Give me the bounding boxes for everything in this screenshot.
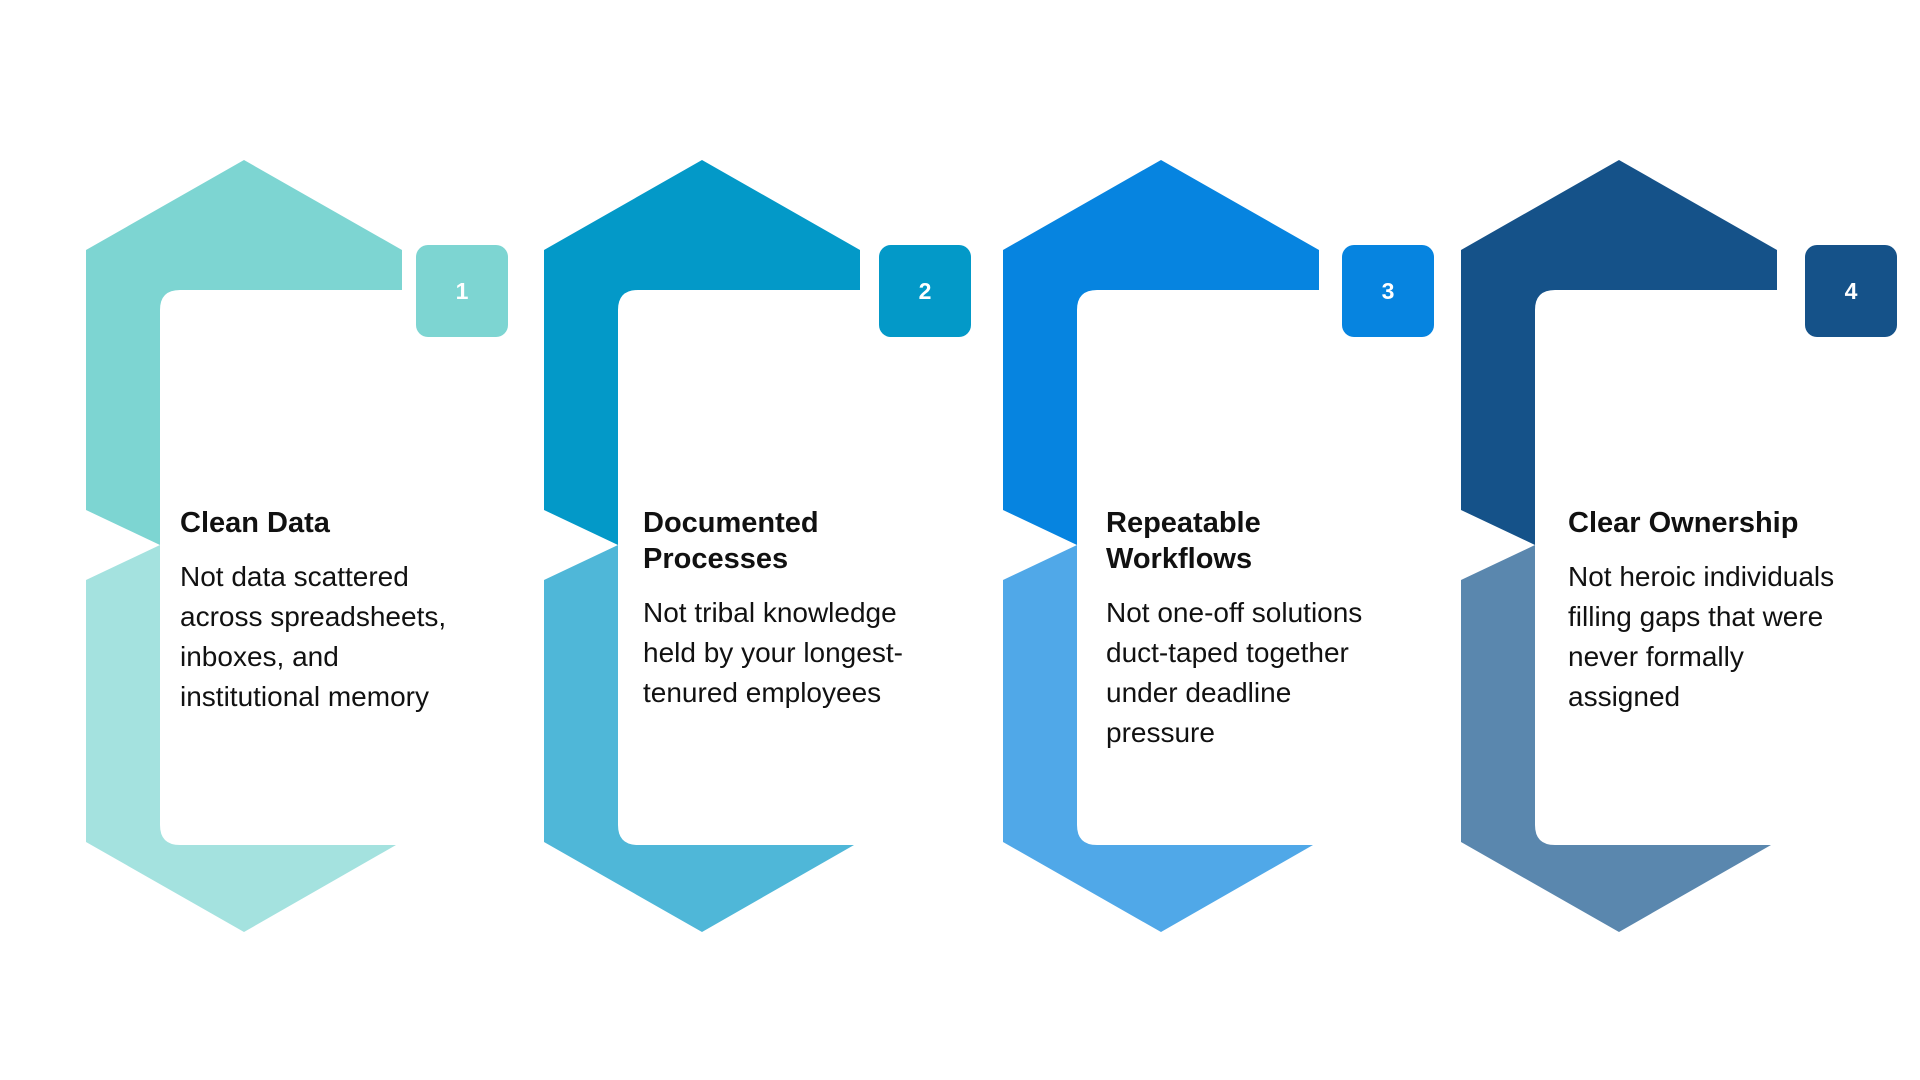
step-title: Documented Processes [643,507,819,575]
step-number-text: 3 [1381,277,1395,304]
step-number-badge: 4 [1805,245,1897,337]
step-number-text: 4 [1844,277,1858,304]
step-number-badge: 2 [879,245,971,337]
step-card-1: 1 Clean Data Not data scattered across s… [0,0,508,1080]
hexagon-frame-shape [544,160,860,932]
step-card-2: 2 Documented Processes Not tribal knowle… [458,0,971,1080]
step-number-text: 2 [918,277,932,304]
step-number-badge: 1 [416,245,508,337]
hexagon-frame-shape [1461,160,1777,932]
step-title: Repeatable Workflows [1106,507,1261,575]
step-text-block: Documented Processes Not tribal knowledg… [643,505,933,713]
step-title: Clean Data [180,507,330,539]
hexagon-frame-shape [86,160,402,932]
step-number-badge: 3 [1342,245,1434,337]
step-description: Not tribal knowledge held by your longes… [643,597,903,708]
step-number-text: 1 [455,277,469,304]
step-description: Not data scattered across spreadsheets, … [180,561,447,712]
step-text-block: Clear Ownership Not heroic individuals f… [1568,505,1858,717]
step-card-3: 3 Repeatable Workflows Not one-off solut… [917,0,1434,1080]
step-text-block: Repeatable Workflows Not one-off solutio… [1106,505,1396,753]
step-description: Not heroic individuals filling gaps that… [1568,561,1835,712]
step-description: Not one-off solutions duct-taped togethe… [1106,597,1363,748]
step-text-block: Clean Data Not data scattered across spr… [180,505,470,717]
hexagon-frame-shape [1003,160,1319,932]
step-title: Clear Ownership [1568,507,1799,539]
step-card-4: 4 Clear Ownership Not heroic individuals… [1375,0,1897,1080]
